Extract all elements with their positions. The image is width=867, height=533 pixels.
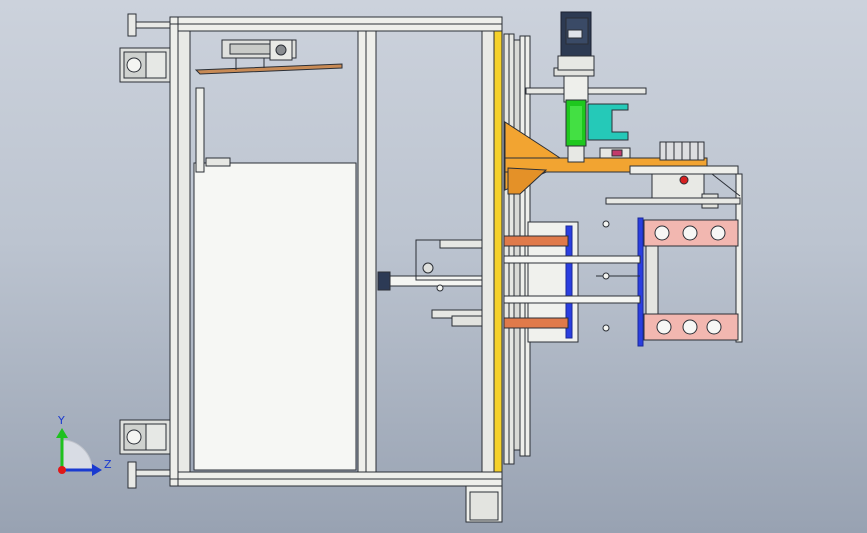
drive-motor xyxy=(557,11,595,103)
axis-triad xyxy=(56,428,102,476)
right-support-frame xyxy=(605,173,743,343)
teal-clamp-block xyxy=(587,103,629,141)
z-axis-label: Z xyxy=(104,458,112,471)
blue-mounting-plate xyxy=(637,217,644,347)
inner-sheet-panel xyxy=(193,162,357,471)
vertical-slide xyxy=(645,245,659,315)
yellow-side-plate xyxy=(493,30,503,473)
upper-pink-plate xyxy=(643,219,739,247)
lower-pink-plate xyxy=(643,313,739,341)
main-frame xyxy=(169,16,503,487)
y-axis-label: Y xyxy=(58,414,65,427)
green-cylinder xyxy=(565,99,587,163)
x-axis-origin xyxy=(58,466,66,474)
base-block-face xyxy=(469,491,499,521)
left-vertical-bracket xyxy=(195,87,231,173)
push-cylinder xyxy=(377,239,483,327)
lower-orange-rod xyxy=(503,317,569,329)
bottom-leveling-foot xyxy=(119,419,171,489)
top-leveling-foot xyxy=(119,13,171,83)
top-cylinder-assembly xyxy=(194,39,343,75)
right-vertical-guides xyxy=(503,33,531,465)
horizontal-guide-rods xyxy=(503,220,641,332)
upper-orange-rod xyxy=(503,235,569,247)
gear-unit xyxy=(599,141,705,161)
